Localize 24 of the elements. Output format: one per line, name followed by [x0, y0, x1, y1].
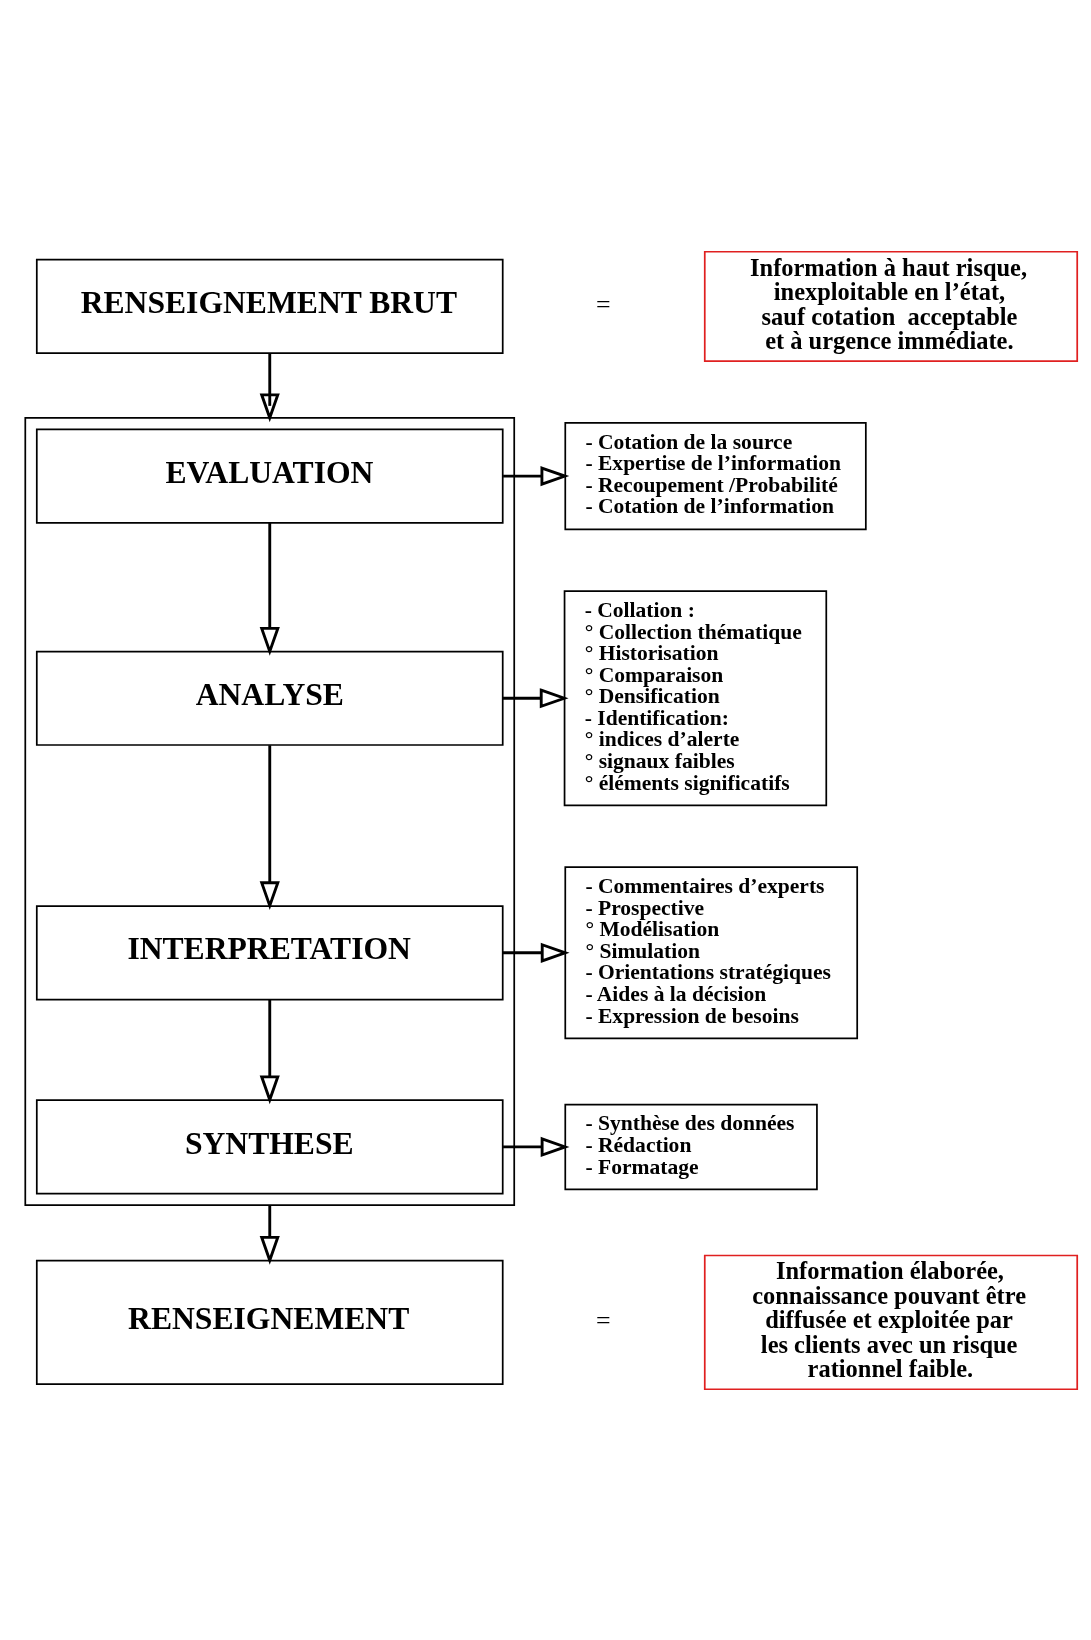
label: = — [596, 289, 611, 319]
node-box: EVALUATION — [35, 428, 504, 524]
node-box: ANALYSE — [35, 650, 504, 746]
arrow — [259, 999, 280, 1104]
arrow — [503, 465, 570, 486]
arrow — [503, 942, 570, 963]
node-box: - Collation : ° Collection thématique ° Historisation ° Comparaison ° Densification - Identification: ° indices d’alerte ° signaux faibles ° éléments significatifs — [563, 589, 828, 806]
node-box: INTERPRETATION — [35, 904, 504, 1000]
arrow — [259, 1204, 280, 1265]
arrow — [503, 1136, 570, 1157]
node-box: RENSEIGNEMENT BRUT — [35, 258, 504, 354]
label: = — [596, 1305, 611, 1335]
arrow — [502, 687, 569, 708]
node-box: - Synthèse des données - Rédaction - Formatage — [564, 1103, 818, 1190]
node-box: - Commentaires d’experts - Prospective ° Modélisation ° Simulation - Orientations stratégiques - Aides à la décision - Expression de besoins — [564, 865, 859, 1039]
node-box: Information élaborée, connaissance pouvant être diffusée et exploitée par les clients avec un risque rationnel faible. — [703, 1254, 1079, 1390]
arrow — [259, 522, 280, 656]
arrow — [259, 352, 280, 422]
node-box: Information à haut risque, inexploitable en l’état, sauf cotation acceptable et à urgence immédiate. — [703, 250, 1079, 362]
node-box: SYNTHESE — [35, 1098, 504, 1195]
arrow — [259, 744, 280, 910]
node-box: - Cotation de la source - Expertise de l’information - Recoupement /Probabilité - Cotation de l’information — [564, 421, 867, 530]
node-box: RENSEIGNEMENT — [35, 1259, 504, 1385]
cluster — [24, 416, 516, 1206]
